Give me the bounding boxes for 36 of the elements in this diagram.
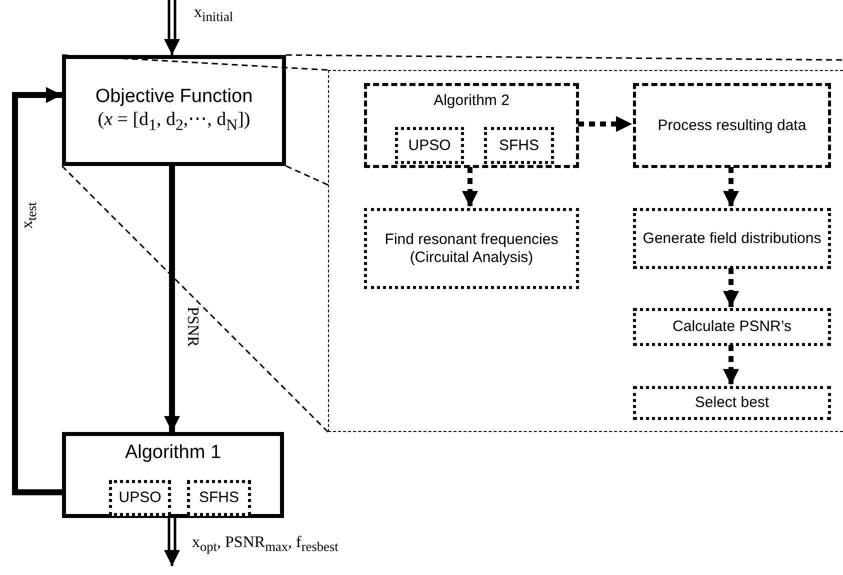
box-label: UPSO [407, 136, 452, 154]
dotted-process-box [633, 308, 831, 346]
zoom-panel [328, 70, 843, 432]
formula-text: (x = [d$_{1}$, d$_{2}$,⋯, d$_{N}$]) [96, 108, 252, 136]
box-label: Select best [694, 394, 770, 412]
box-label: Algorithm 2 [432, 92, 510, 110]
box-label: Find resonant frequencies (Circuital Analysis) [384, 230, 560, 266]
process-box [62, 55, 286, 166]
box-label: Algorithm 1 [124, 442, 222, 465]
box-label: Objective Function [94, 86, 254, 108]
dashed-process-box [633, 83, 831, 168]
box-label: SFHS [198, 489, 240, 507]
dotted-process-box [187, 480, 251, 516]
box-label: UPSO [118, 489, 162, 507]
box-label: SFHS [498, 136, 540, 154]
arrow [12, 87, 62, 496]
box-label: Process resulting data [656, 116, 808, 134]
arrow [164, 0, 180, 56]
dotted-process-box [484, 127, 554, 164]
arrow [723, 167, 739, 207]
dotted-process-box [633, 386, 831, 420]
zoom-guide-lines [61, 54, 843, 433]
arrow [164, 166, 180, 432]
arrow [723, 268, 739, 307]
arrow [164, 516, 180, 568]
box-label: Generate field distributions [642, 230, 822, 248]
arrow [462, 167, 478, 207]
process-box [62, 432, 284, 518]
arrow [723, 345, 739, 385]
dotted-process-box [109, 480, 171, 516]
dotted-process-box [395, 127, 464, 164]
arrow [578, 116, 632, 132]
dashed-process-box [364, 83, 579, 168]
box-label: Calculate PSNR’s [672, 318, 792, 336]
dotted-process-box [633, 208, 831, 269]
dotted-process-box [364, 208, 579, 289]
